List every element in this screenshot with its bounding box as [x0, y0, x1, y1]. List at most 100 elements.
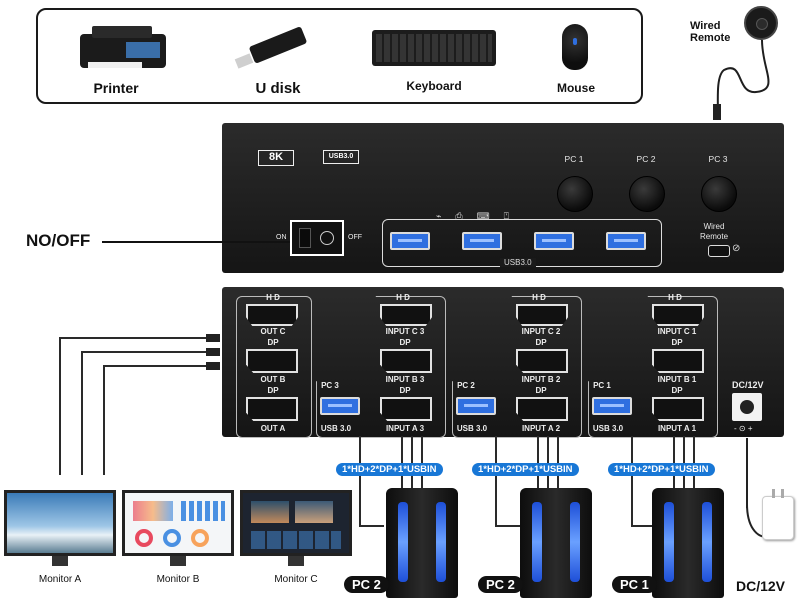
pc-badge-left: PC 2	[344, 576, 389, 593]
power-callout-line	[102, 241, 290, 243]
pc1-select-button[interactable]	[557, 176, 593, 212]
out-c-type: H D	[266, 293, 280, 302]
monitor-a-screen	[4, 490, 116, 556]
pc2-select-button[interactable]	[629, 176, 665, 212]
usb-drive-icon	[234, 26, 308, 70]
front-pc3-label: PC 3	[708, 154, 728, 164]
input-b1-dp-port[interactable]	[652, 349, 704, 373]
pc1-usb-label: USB 3.0	[592, 424, 624, 433]
input-c3-hdmi-port[interactable]	[380, 304, 432, 326]
input-c2-label: INPUT C 2	[521, 327, 561, 336]
keyboard-icon	[372, 30, 496, 66]
input-a2-label: INPUT A 2	[521, 424, 561, 433]
pc3-rear-label: PC 3	[321, 381, 339, 390]
input-c1-label: INPUT C 1	[657, 327, 697, 336]
dc-cable	[746, 438, 748, 508]
input-b3-dp-port[interactable]	[380, 349, 432, 373]
front-usb-port-1[interactable]	[390, 232, 430, 250]
pc2-usb-label: USB 3.0	[456, 424, 488, 433]
pc3-dp2-type: DP	[399, 386, 411, 395]
power-on-label: ON	[276, 234, 287, 241]
front-usb-port-4[interactable]	[606, 232, 646, 250]
dc-bottom-label: DC/12V	[736, 578, 786, 594]
pc3-usb-port[interactable]	[320, 397, 360, 415]
pc3-hd-type: H D	[396, 293, 410, 302]
dc-power-adapter	[762, 489, 794, 540]
wired-remote-button[interactable]	[744, 6, 778, 40]
printer-icon	[78, 22, 168, 74]
front-pc1-label: PC 1	[564, 154, 584, 164]
monitor-c-stand	[288, 556, 304, 566]
pc1-hd-type: H D	[668, 293, 682, 302]
wired-remote-label: Wired Remote	[690, 20, 731, 44]
mouse-label: Mouse	[556, 81, 595, 95]
input-b3-label: INPUT B 3	[385, 375, 425, 384]
connection-pill-pc1: 1*HD+2*DP+1*USBIN	[608, 463, 715, 476]
dc-rear-label: DC/12V	[732, 380, 764, 390]
input-c1-hdmi-port[interactable]	[652, 304, 704, 326]
remote-cable	[716, 39, 770, 117]
pc1-rear-label: PC 1	[593, 381, 611, 390]
mouse-icon	[562, 24, 588, 70]
monitor-b-screen	[122, 490, 234, 556]
front-usb-port-3[interactable]	[534, 232, 574, 250]
monitor-a-label: Monitor A	[38, 574, 82, 585]
input-c2-hdmi-port[interactable]	[516, 304, 568, 326]
pc1-dp2-type: DP	[671, 386, 683, 395]
monitor-a-stand	[52, 556, 68, 566]
peripherals-panel	[36, 8, 643, 104]
monitor-b-stand	[170, 556, 186, 566]
monitor-b-label: Monitor B	[156, 574, 200, 585]
input-a3-dp-port[interactable]	[380, 397, 432, 421]
input-a1-label: INPUT A 1	[657, 424, 697, 433]
power-switch-callout: NO/OFF	[26, 231, 91, 250]
dc-power-jack[interactable]	[732, 393, 762, 421]
pc2-rear-label: PC 2	[457, 381, 475, 390]
printer-label: Printer	[93, 80, 139, 96]
out-a-type: DP	[267, 386, 279, 395]
pc-tower-middle	[520, 488, 592, 598]
connection-pill-pc2a: 1*HD+2*DP+1*USBIN	[336, 463, 443, 476]
input-b1-label: INPUT B 1	[657, 375, 697, 384]
power-switch[interactable]	[290, 220, 344, 256]
pc2-dp1-type: DP	[535, 338, 547, 347]
input-b2-dp-port[interactable]	[516, 349, 568, 373]
front-pc2-label: PC 2	[636, 154, 656, 164]
badge-usb3: USB3.0	[323, 150, 359, 164]
front-usb-device-icons: ⌁⎙⌨⍞	[436, 211, 524, 221]
front-remote-port[interactable]	[708, 245, 730, 257]
input-a1-dp-port[interactable]	[652, 397, 704, 421]
out-b-dp-port[interactable]	[246, 349, 298, 373]
connection-pill-pc2b: 1*HD+2*DP+1*USBIN	[472, 463, 579, 476]
out-b-label: OUT B	[260, 375, 286, 384]
pc2-usb-port[interactable]	[456, 397, 496, 415]
pc2-dp2-type: DP	[535, 386, 547, 395]
pc3-dp1-type: DP	[399, 338, 411, 347]
monitor-c-screen	[240, 490, 352, 556]
front-usb-port-2[interactable]	[462, 232, 502, 250]
pc3-usb-label: USB 3.0	[320, 424, 352, 433]
out-c-hdmi-port[interactable]	[246, 304, 298, 326]
dc-polarity-label: - ⊙ +	[734, 424, 753, 433]
pc-tower-left	[386, 488, 458, 598]
input-a2-dp-port[interactable]	[516, 397, 568, 421]
pc1-dp1-type: DP	[671, 338, 683, 347]
pc3-select-button[interactable]	[701, 176, 737, 212]
pc1-usb-port[interactable]	[592, 397, 632, 415]
input-c3-label: INPUT C 3	[385, 327, 425, 336]
remote-plug	[713, 104, 721, 120]
out-c-label: OUT C	[260, 327, 286, 336]
cable-plug-out-b	[206, 348, 220, 356]
pc-tower-right	[652, 488, 724, 598]
front-wired-remote-label: Wired Remote	[700, 222, 729, 241]
out-a-dp-port[interactable]	[246, 397, 298, 421]
output-cables	[59, 337, 220, 475]
monitor-c-label: Monitor C	[274, 574, 318, 585]
input-b2-label: INPUT B 2	[521, 375, 561, 384]
front-remote-jack-icon: ⊘	[732, 243, 741, 254]
pc-cables	[359, 436, 695, 527]
badge-8k: 8K	[258, 150, 294, 166]
out-frame	[236, 296, 312, 438]
keyboard-label: Keyboard	[406, 79, 462, 93]
out-b-type: DP	[267, 338, 279, 347]
